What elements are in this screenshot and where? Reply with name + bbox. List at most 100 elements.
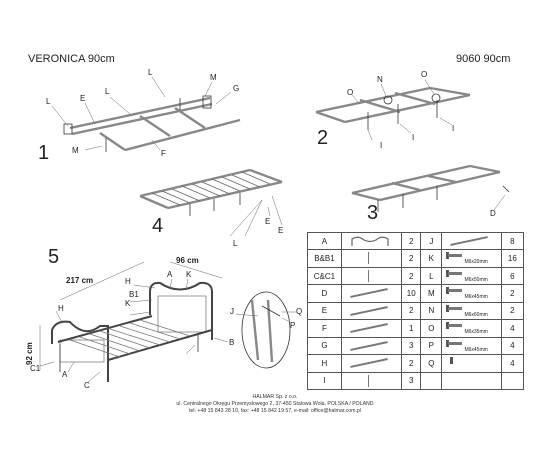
part-picture (340, 266, 403, 286)
part-quantity: 3 (401, 336, 422, 356)
hardware-quantity: 16 (500, 249, 525, 268)
step-5-diagram: 5 217 cm 96 cm 92 cm (25, 246, 302, 390)
company-contact: tel. +48 15 843 28 10, fax: +48 15 842 1… (189, 408, 361, 414)
step5-callout-q: Q (296, 307, 302, 316)
company-name: HALMAR Sp. z o.o. (252, 394, 298, 400)
step-number-2: 2 (317, 127, 328, 149)
empty-cell (420, 371, 443, 390)
detail-zoom-circle (241, 291, 291, 369)
part-picture (340, 354, 403, 373)
hardware-spec: M6x45mm (464, 294, 488, 301)
step1-callout-m: M (72, 146, 79, 155)
step5-callout-b: B (229, 338, 234, 347)
part-code: B&B1 (307, 249, 342, 268)
dimension-height: 92 cm (25, 342, 34, 365)
hardware-code: J (420, 231, 443, 251)
part-picture (340, 249, 403, 268)
step5-callout-p: P (290, 321, 295, 330)
step2-callout-i: I (452, 124, 454, 133)
part-quantity: 1 (401, 319, 422, 338)
hardware-code: L (420, 266, 443, 286)
part-code: E (307, 301, 342, 321)
hardware-picture: M6x50mm (441, 266, 502, 286)
step4-callout-e: E (265, 217, 270, 226)
hardware-quantity: 4 (500, 319, 525, 338)
hardware-quantity: 4 (500, 336, 525, 356)
step1-callout-e: E (80, 94, 85, 103)
hardware-picture: M6x60mm (441, 301, 502, 321)
part-quantity: 2 (401, 249, 422, 268)
hardware-spec: M6x60mm (464, 311, 488, 318)
step1-callout-m: M (210, 73, 217, 82)
part-quantity: 10 (401, 284, 422, 303)
part-quantity: 2 (401, 301, 422, 321)
hardware-quantity: 8 (500, 231, 525, 251)
step-number-1: 1 (38, 142, 49, 164)
step5-callout-k: K (125, 299, 131, 308)
step5-callout-a: A (62, 370, 68, 379)
step5-callout-h: H (125, 277, 131, 286)
step4-callout-l: L (233, 239, 238, 248)
part-code: G (307, 336, 342, 356)
part-quantity: 3 (401, 371, 422, 390)
step-4-diagram: 4 E E L (139, 168, 283, 248)
step3-callout-d: D (490, 209, 496, 218)
hardware-quantity: 2 (500, 284, 525, 303)
model-code: 9060 90cm (456, 53, 510, 65)
hardware-quantity: 2 (500, 301, 525, 321)
company-address: ul. Centralnego Okręgu Przemysłowego 2, … (176, 401, 374, 407)
step5-callout-b1: B1 (129, 290, 139, 299)
part-picture (340, 301, 403, 321)
hardware-code: N (420, 301, 443, 321)
step-number-3: 3 (367, 202, 378, 224)
hardware-picture (441, 354, 502, 373)
part-code: I (307, 371, 342, 390)
step2-callout-o: O (421, 70, 427, 79)
step5-callout-c1: C1 (30, 364, 41, 373)
empty-cell (500, 371, 525, 390)
hardware-code: M (420, 284, 443, 303)
hardware-code: Q (420, 354, 443, 373)
hardware-code: P (420, 336, 443, 356)
empty-cell (441, 371, 502, 390)
dimension-length: 217 cm (66, 276, 93, 285)
hardware-spec: M6x35mm (464, 329, 488, 336)
step-3-diagram: 3 D (351, 164, 510, 224)
step2-callout-o: O (347, 88, 353, 97)
hardware-picture: M6x45mm (441, 336, 502, 356)
part-picture (340, 336, 403, 356)
hardware-spec: M6x20mm (464, 259, 488, 266)
step4-callout-e: E (278, 226, 283, 235)
part-picture (340, 284, 403, 303)
model-title: VERONICA 90cm (28, 53, 115, 65)
step-2-diagram: 2 N O O I I I (315, 70, 471, 150)
part-code: H (307, 354, 342, 373)
step5-callout-h: H (58, 304, 64, 313)
part-code: F (307, 319, 342, 338)
step1-callout-f: F (161, 149, 166, 158)
hardware-picture: M6x35mm (441, 319, 502, 338)
hardware-spec: M6x50mm (464, 276, 488, 283)
step-number-5: 5 (48, 246, 59, 268)
step5-callout-c: C (84, 381, 90, 390)
hardware-quantity: 6 (500, 266, 525, 286)
step-1-diagram: 1 L E L L M G M F (38, 68, 241, 164)
part-code: A (307, 231, 342, 251)
step2-callout-n: N (377, 75, 383, 84)
part-code: C&C1 (307, 266, 342, 286)
manufacturer-footer: HALMAR Sp. z o.o. ul. Centralnego Okręgu… (0, 394, 550, 415)
step2-callout-i: I (380, 141, 382, 150)
part-quantity: 2 (401, 231, 422, 251)
